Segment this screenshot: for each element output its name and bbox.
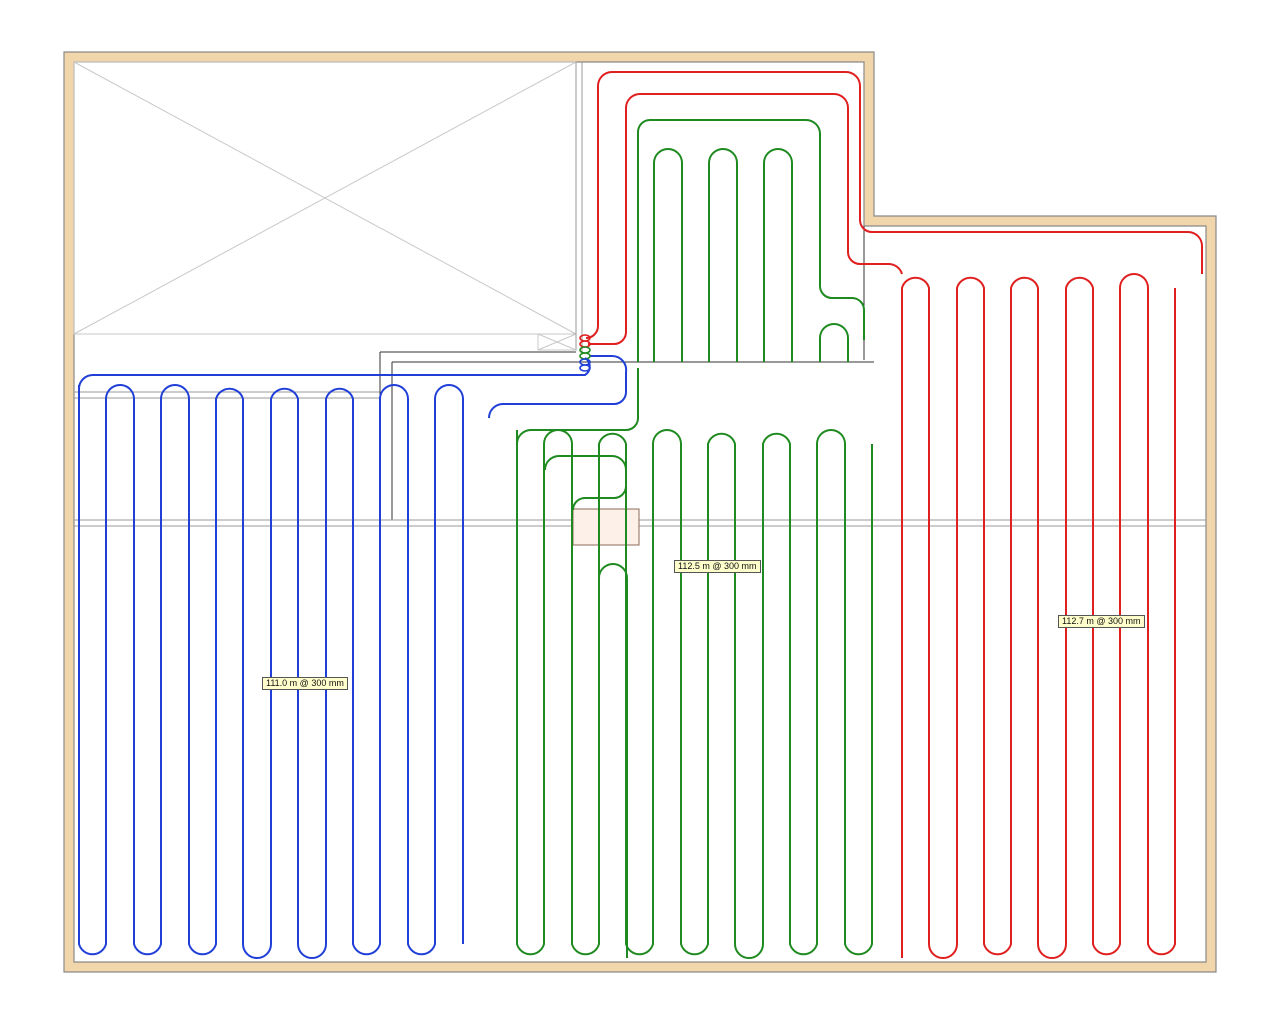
pipe-segment (637, 119, 865, 362)
pipe-segment (585, 71, 1203, 339)
pipe-segment (763, 148, 793, 362)
red-loop-label: 112.7 m @ 300 mm (1058, 615, 1145, 628)
manifold-coil (579, 334, 591, 372)
manifold-box (572, 508, 640, 546)
excluded-zone (73, 61, 577, 351)
green-loop-pipe (516, 119, 873, 959)
pipe-segment (544, 455, 627, 511)
pipe-segment (819, 323, 849, 362)
pipe-segment (488, 354, 628, 419)
pipe-segment (588, 93, 903, 345)
blue-loop-label: 111.0 m @ 300 mm (262, 677, 348, 690)
pipe-segment (516, 368, 639, 445)
pipe-segment (598, 563, 628, 958)
blue-loop-pipe (78, 354, 628, 959)
pipe-segment (78, 384, 464, 959)
coil-ring (579, 364, 591, 372)
outer-wall (63, 51, 1217, 973)
pipe-segment (708, 148, 738, 362)
pipe-segment (653, 148, 683, 362)
green-loop-label: 112.5 m @ 300 mm (674, 560, 761, 573)
red-loop-pipe (585, 71, 1203, 959)
pipe-segment (78, 357, 591, 389)
pipe-segment (516, 429, 873, 959)
pipe-segment (901, 273, 1176, 959)
